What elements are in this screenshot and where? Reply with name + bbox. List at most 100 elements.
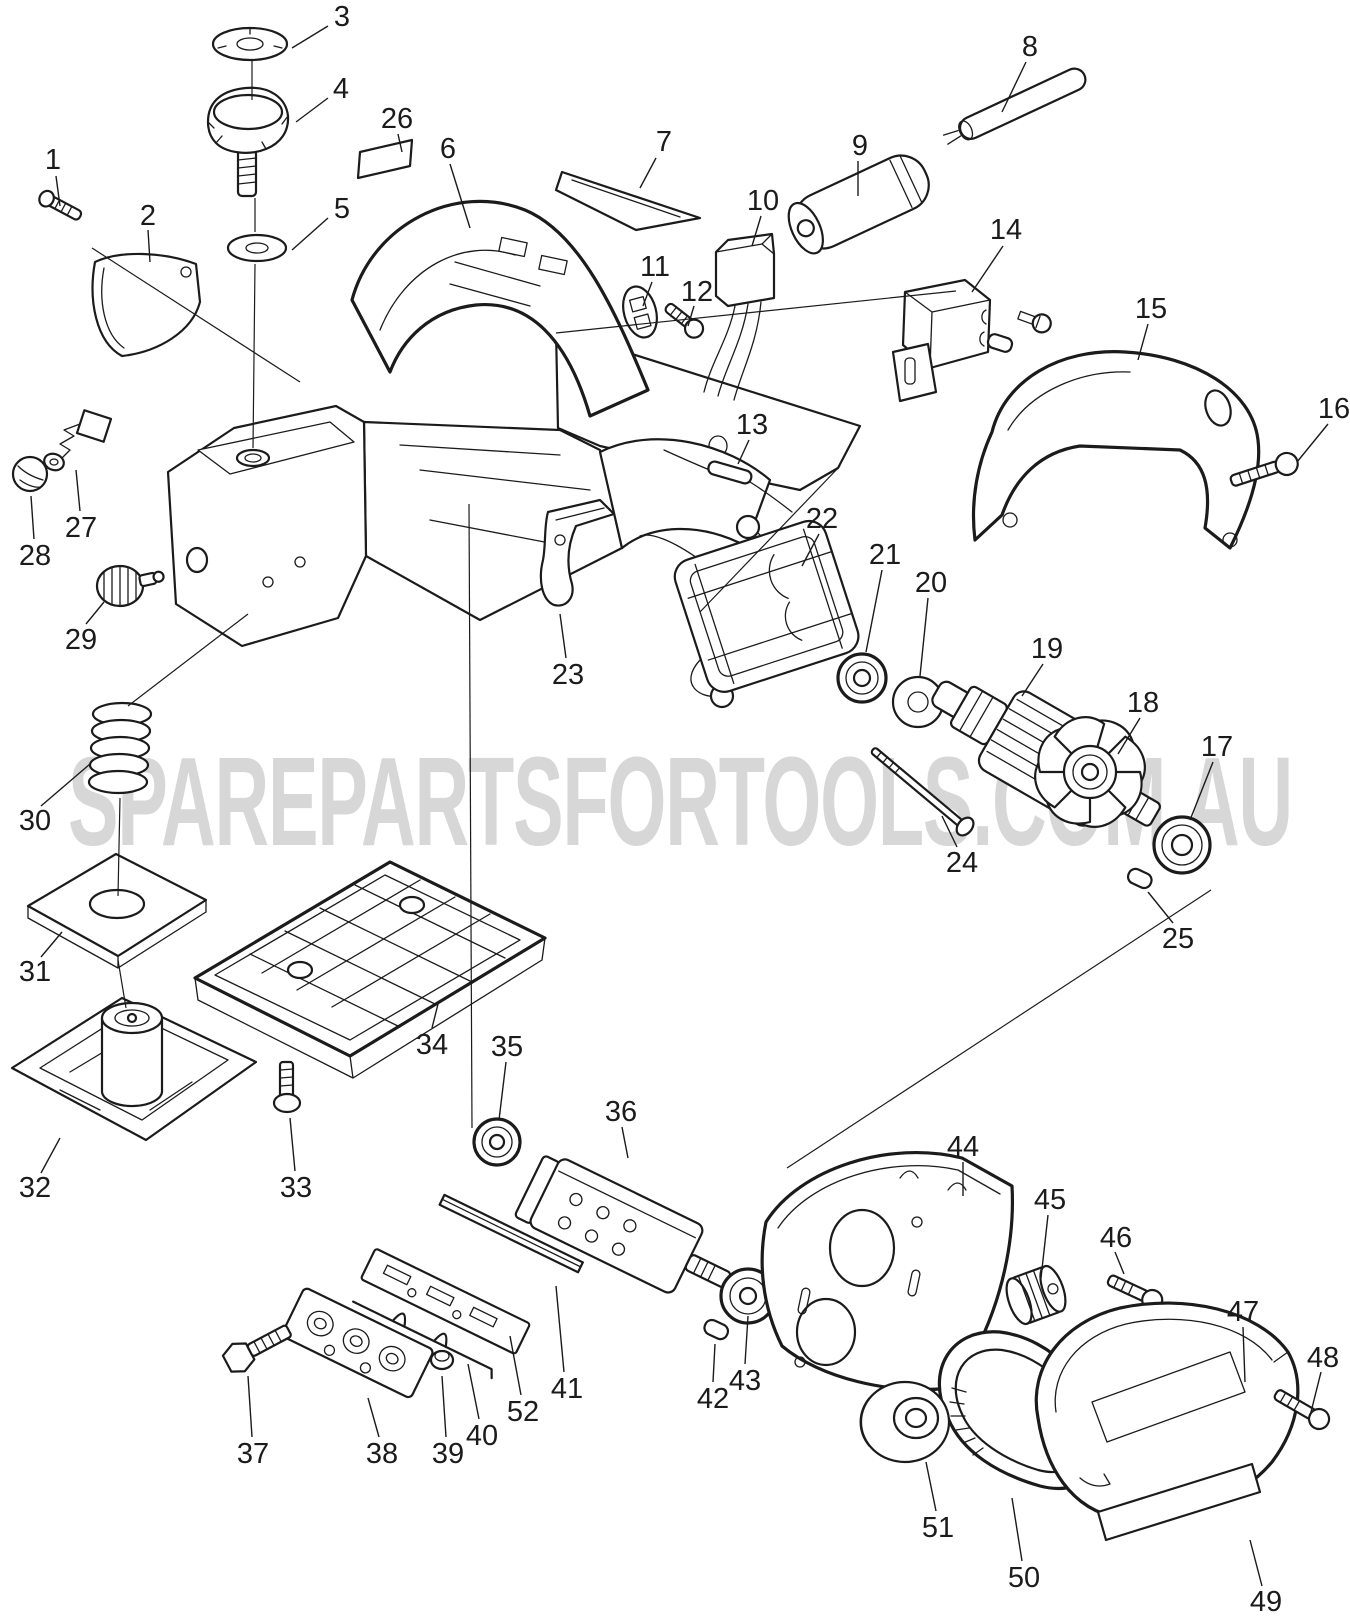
part-8-cord-art bbox=[942, 67, 1087, 145]
part-leader-14 bbox=[971, 245, 1004, 293]
part-leader-48 bbox=[1309, 1371, 1322, 1417]
part-label-30: 30 bbox=[19, 805, 51, 837]
alignment-guide-8 bbox=[117, 959, 127, 1009]
alignment-guides bbox=[91, 60, 1212, 1169]
part-leader-27 bbox=[75, 469, 81, 512]
part-leader-33 bbox=[289, 1117, 296, 1172]
part-leader-29 bbox=[85, 601, 105, 625]
part-leader-25 bbox=[1147, 891, 1174, 924]
part-48-screw-art bbox=[1273, 1389, 1331, 1431]
part-31-plate-art bbox=[26, 852, 208, 969]
part-27-carbon-brush-art bbox=[43, 409, 113, 472]
part-label-26: 26 bbox=[381, 103, 413, 135]
part-label-43: 43 bbox=[729, 1365, 761, 1397]
part-leader-17 bbox=[1189, 761, 1214, 821]
part-leader-35 bbox=[498, 1061, 507, 1121]
part-9-strain-relief-art bbox=[787, 154, 930, 255]
part-label-1: 1 bbox=[45, 144, 61, 176]
part-leader-46 bbox=[1114, 1251, 1125, 1275]
part-3-washer-art bbox=[211, 26, 289, 62]
part-leader-22 bbox=[801, 533, 820, 567]
part-label-4: 4 bbox=[333, 73, 349, 105]
part-52-adjust-plate-art bbox=[360, 1248, 531, 1355]
part-label-31: 31 bbox=[19, 956, 51, 988]
part-36-drum-art bbox=[514, 1155, 732, 1294]
part-29-knob-art bbox=[95, 564, 165, 608]
part-26-label-art bbox=[356, 138, 414, 180]
part-leader-6 bbox=[449, 163, 471, 229]
part-leader-40 bbox=[467, 1363, 480, 1420]
part-leader-47 bbox=[1242, 1326, 1246, 1383]
part-label-13: 13 bbox=[736, 409, 768, 441]
part-leader-45 bbox=[1040, 1214, 1049, 1279]
part-25-pin-art bbox=[1126, 867, 1153, 890]
part-leader-43 bbox=[744, 1315, 749, 1365]
part-leader-16 bbox=[1296, 423, 1329, 463]
part-label-15: 15 bbox=[1135, 293, 1167, 325]
part-label-20: 20 bbox=[915, 567, 947, 599]
part-leader-24 bbox=[941, 815, 958, 848]
part-18-fan-art bbox=[1034, 716, 1146, 828]
part-label-51: 51 bbox=[922, 1512, 954, 1544]
part-label-7: 7 bbox=[656, 126, 672, 158]
part-label-9: 9 bbox=[852, 130, 868, 162]
part-leader-49 bbox=[1249, 1539, 1263, 1587]
part-7-blade-art bbox=[554, 170, 702, 232]
part-45-pulley-art bbox=[1005, 1264, 1067, 1326]
part-label-5: 5 bbox=[334, 193, 350, 225]
part-34-front-base-art bbox=[193, 860, 547, 1079]
part-leader-39 bbox=[441, 1375, 447, 1438]
part-leader-13 bbox=[737, 439, 750, 465]
part-leader-52 bbox=[509, 1335, 522, 1396]
part-label-35: 35 bbox=[491, 1031, 523, 1063]
part-leader-31 bbox=[40, 931, 63, 958]
part-32-shoe-art bbox=[10, 996, 258, 1142]
diagram-art bbox=[10, 26, 1331, 1542]
part-10-controller-art bbox=[703, 232, 776, 401]
part-51-pulley-art bbox=[859, 1380, 951, 1464]
part-label-2: 2 bbox=[140, 200, 156, 232]
part-42-pin-art bbox=[703, 1318, 730, 1341]
part-label-21: 21 bbox=[869, 539, 901, 571]
part-label-12: 12 bbox=[681, 276, 713, 308]
part-label-19: 19 bbox=[1031, 633, 1063, 665]
part-40-plate-spring-art bbox=[352, 1300, 493, 1380]
alignment-guide-5 bbox=[555, 290, 957, 334]
part-leader-51 bbox=[925, 1461, 937, 1512]
part-44-side-plate-art bbox=[760, 1150, 1014, 1392]
part-label-42: 42 bbox=[697, 1383, 729, 1415]
part-5-washer-art bbox=[226, 233, 288, 263]
part-20-washer-art bbox=[891, 675, 945, 729]
alignment-guide-6 bbox=[127, 613, 249, 707]
part-label-25: 25 bbox=[1162, 923, 1194, 955]
part-label-36: 36 bbox=[605, 1096, 637, 1128]
part-label-29: 29 bbox=[65, 624, 97, 656]
part-leader-4 bbox=[295, 97, 329, 123]
part-13-lead-wire-art bbox=[663, 449, 793, 513]
alignment-guide-11 bbox=[699, 465, 841, 613]
part-leader-38 bbox=[367, 1397, 380, 1438]
part-label-41: 41 bbox=[551, 1373, 583, 1405]
part-label-38: 38 bbox=[366, 1438, 398, 1470]
part-2-guard-art bbox=[91, 252, 202, 358]
part-6-housing-art bbox=[166, 199, 862, 648]
part-leader-30 bbox=[40, 763, 91, 807]
part-label-8: 8 bbox=[1022, 31, 1038, 63]
part-label-37: 37 bbox=[237, 1438, 269, 1470]
part-22-field-art bbox=[639, 514, 860, 709]
part-21-bearing-art bbox=[836, 652, 888, 704]
part-39-nut-art bbox=[429, 1349, 455, 1371]
part-label-52: 52 bbox=[507, 1396, 539, 1428]
part-label-27: 27 bbox=[65, 512, 97, 544]
part-leader-7 bbox=[639, 157, 657, 189]
part-leader-34 bbox=[431, 1003, 439, 1029]
part-label-39: 39 bbox=[432, 1438, 464, 1470]
part-label-18: 18 bbox=[1127, 687, 1159, 719]
part-47-belt-cover-art bbox=[1034, 1301, 1300, 1521]
part-label-10: 10 bbox=[747, 185, 779, 217]
alignment-guide-10 bbox=[786, 889, 1212, 1169]
part-leader-11 bbox=[642, 281, 653, 307]
part-leader-8 bbox=[1001, 61, 1027, 113]
